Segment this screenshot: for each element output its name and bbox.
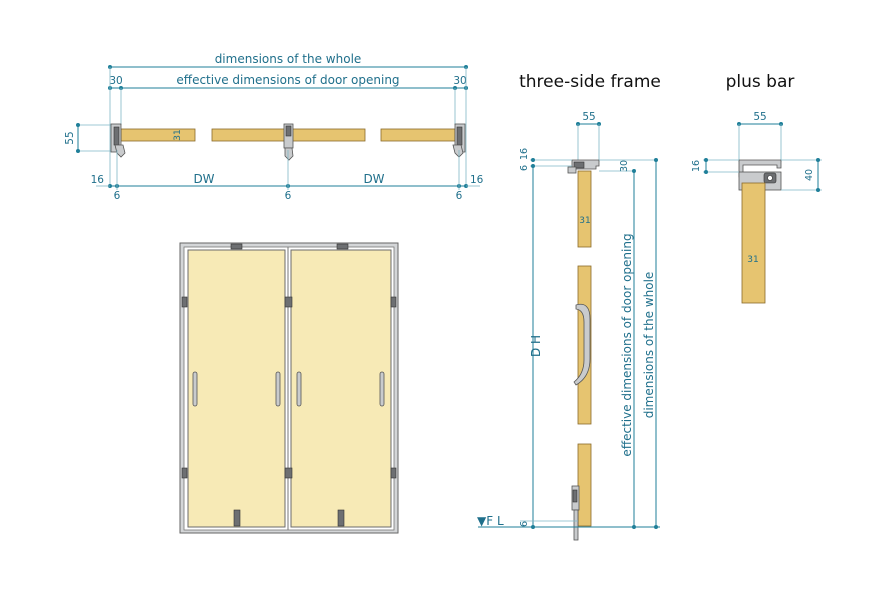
right-leaf	[290, 249, 392, 528]
door-handle	[275, 371, 281, 407]
six-right-label: 6	[456, 190, 463, 202]
door-handle	[379, 371, 385, 407]
floor-bolt-rod	[573, 509, 579, 541]
six-left-label: 6	[114, 190, 121, 202]
center-hinge-lower	[284, 147, 294, 161]
left-16-label: 16	[91, 174, 105, 186]
dh-label: D H	[529, 335, 543, 357]
thickness-31-label: 31	[173, 129, 183, 140]
floor-bolt	[233, 509, 241, 527]
dim-dot	[704, 158, 708, 162]
plusbar-right-40-label: 40	[804, 169, 815, 181]
dim-dot	[632, 169, 636, 173]
three-side-frame-title: three-side frame	[519, 72, 661, 92]
top-hinge	[336, 243, 349, 250]
right-30-label: 30	[453, 75, 466, 87]
leaf-segment	[380, 128, 456, 142]
opening-height-label: effective dimensions of door opening	[620, 233, 634, 456]
left-pivot	[113, 126, 120, 146]
dim-dot	[816, 188, 820, 192]
plusbar-left-16-label: 16	[691, 160, 702, 172]
left-30-label: 30	[109, 75, 122, 87]
plan-view: dimensions of the whole effective dimens…	[64, 52, 484, 202]
plus-bar-leaf	[741, 182, 766, 304]
door-handle	[296, 371, 302, 407]
plusbar-thickness-31: 31	[747, 255, 758, 265]
three-side-frame-section: three-side frame 55 31 6 16 30	[477, 72, 661, 541]
opening-dimension-label: effective dimensions of door opening	[176, 73, 399, 87]
side-hinge	[181, 467, 188, 479]
whole-height-label: dimensions of the whole	[642, 272, 656, 419]
floor-label: ▼F L	[477, 514, 504, 528]
dim-dot	[76, 149, 80, 153]
dim-dot	[816, 158, 820, 162]
top-16-label: 16	[519, 148, 530, 160]
center-hinge	[284, 467, 293, 479]
floor-bolt-lever	[572, 489, 578, 503]
elevation-view	[179, 242, 399, 534]
handle-profile	[573, 303, 591, 386]
top-30-label: 30	[619, 160, 630, 172]
top-hinge	[230, 243, 243, 250]
side-hinge	[390, 296, 397, 308]
right-pivot	[456, 126, 463, 146]
six-mid-label: 6	[285, 190, 292, 202]
dw-right-label: DW	[363, 172, 384, 186]
bottom-6-label: 6	[519, 521, 530, 527]
dim-dot	[654, 158, 658, 162]
section-thickness-31: 31	[579, 216, 590, 226]
top-6-label: 6	[519, 165, 530, 171]
leaf-segment	[120, 128, 196, 142]
whole-dimension-label: dimensions of the whole	[215, 52, 362, 66]
dw-left-label: DW	[193, 172, 214, 186]
side-hinge	[390, 467, 397, 479]
center-pivot	[285, 125, 292, 137]
door-handle	[192, 371, 198, 407]
plusbar-width-55-label: 55	[753, 111, 766, 123]
plus-bar-title: plus bar	[726, 72, 795, 92]
center-hinge	[284, 296, 293, 308]
right-16-label: 16	[470, 174, 484, 186]
floor-bolt	[337, 509, 345, 527]
latch-hole	[767, 175, 773, 181]
width-55-label: 55	[582, 111, 595, 123]
head-clip	[567, 166, 577, 174]
right-hinge	[452, 144, 464, 158]
leaf-section-top	[577, 170, 592, 248]
left-hinge	[114, 144, 126, 158]
dim-dot	[704, 170, 708, 174]
dim-dot	[531, 158, 535, 162]
leaf-section-bottom	[577, 443, 592, 527]
dim-dot	[76, 123, 80, 127]
height-55-label: 55	[64, 131, 76, 144]
left-leaf	[187, 249, 286, 528]
head-pivot	[573, 161, 585, 169]
side-hinge	[181, 296, 188, 308]
plus-bar-section: plus bar 55 31 16 40	[691, 72, 822, 304]
